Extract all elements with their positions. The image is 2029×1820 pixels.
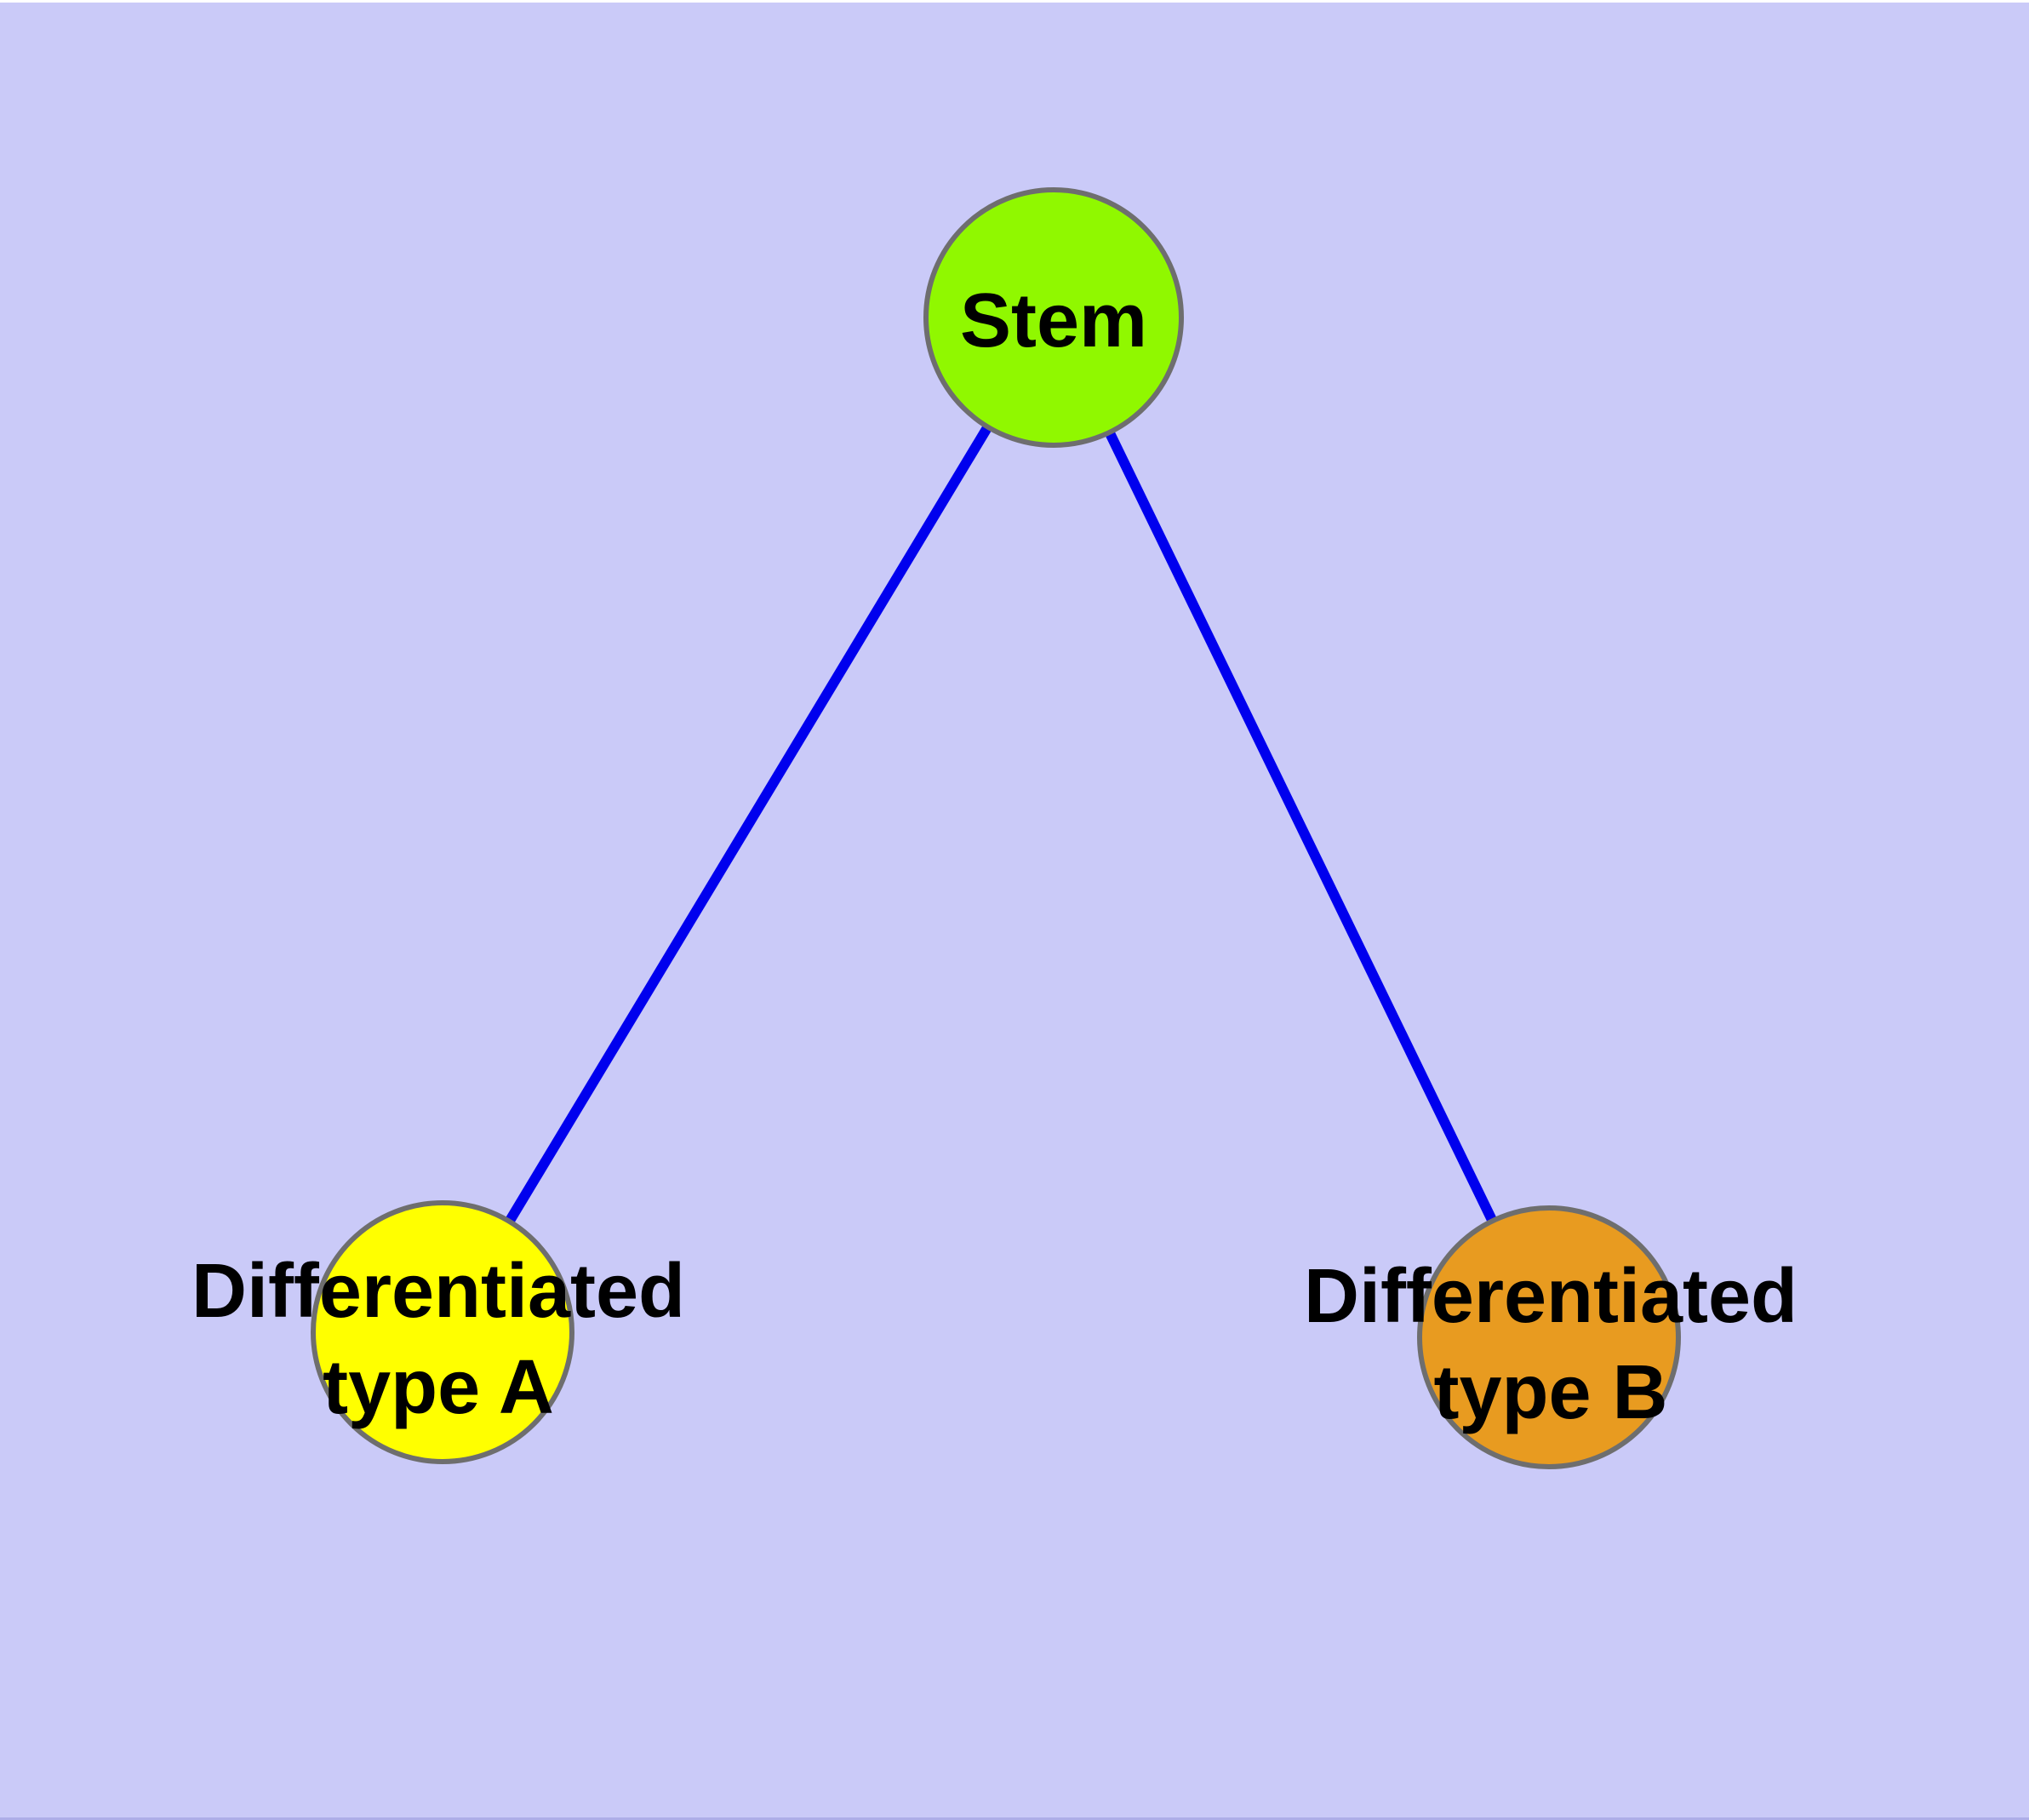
node-stem-circle [923,187,1184,448]
node-differentiated-type-a: Differentiated type A [191,1200,685,1464]
node-type-a-label-line1: Differentiated [191,1249,685,1334]
edge-stem-to-type-a [437,314,1059,1336]
node-stem-label: Stem [960,278,1147,363]
node-type-a-circle [311,1200,574,1464]
edge-stem-to-type-b [1049,315,1554,1340]
node-type-b-label-line2: type B [1433,1350,1667,1435]
node-type-b-circle [1417,1205,1681,1469]
node-type-a-label-line2: type A [323,1345,554,1430]
bottom-edge-strip [0,1817,2029,1820]
node-stem: Stem [923,187,1184,448]
edge-layer [437,314,1554,1340]
node-type-b-label-line1: Differentiated [1304,1254,1798,1339]
top-edge-strip [0,0,2029,3]
node-differentiated-type-b: Differentiated type B [1304,1205,1798,1469]
